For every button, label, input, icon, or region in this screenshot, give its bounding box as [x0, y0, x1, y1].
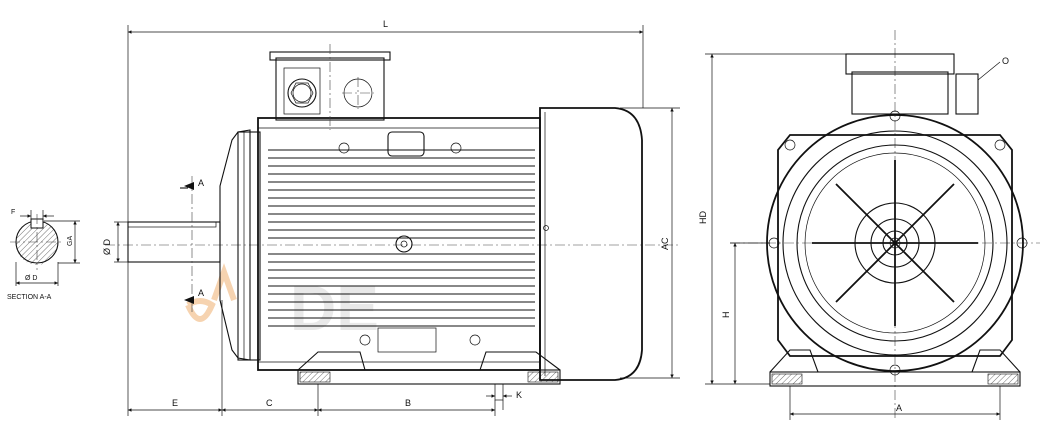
dim-label-C: C	[266, 398, 273, 408]
section-caption: SECTION A-A	[7, 294, 52, 301]
dim-label-F: F	[11, 209, 15, 216]
dim-label-GA: GA	[67, 236, 74, 246]
dim-label-E: E	[172, 398, 178, 408]
fan-spokes	[812, 160, 978, 326]
watermark-logo: DE	[185, 263, 379, 344]
svg-text:DE: DE	[290, 272, 379, 344]
dim-label-A: A	[896, 403, 902, 413]
dim-label-K: K	[516, 390, 522, 400]
dim-label-H: H	[721, 312, 731, 319]
side-view	[105, 25, 680, 416]
shaft-section-view	[10, 210, 80, 286]
dim-label-B: B	[405, 398, 411, 408]
cut-label-A-bottom: A	[198, 288, 204, 298]
dim-label-HD: HD	[698, 211, 708, 224]
cooling-fins	[268, 149, 535, 327]
cut-label-A-top: A	[198, 178, 204, 188]
front-view	[705, 30, 1040, 420]
dim-label-D: Ø D	[102, 238, 112, 255]
dim-label-D-section: Ø D	[25, 275, 37, 282]
dim-label-L: L	[383, 19, 388, 29]
dim-label-AC: AC	[660, 237, 670, 250]
dim-label-O: O	[1002, 56, 1009, 66]
